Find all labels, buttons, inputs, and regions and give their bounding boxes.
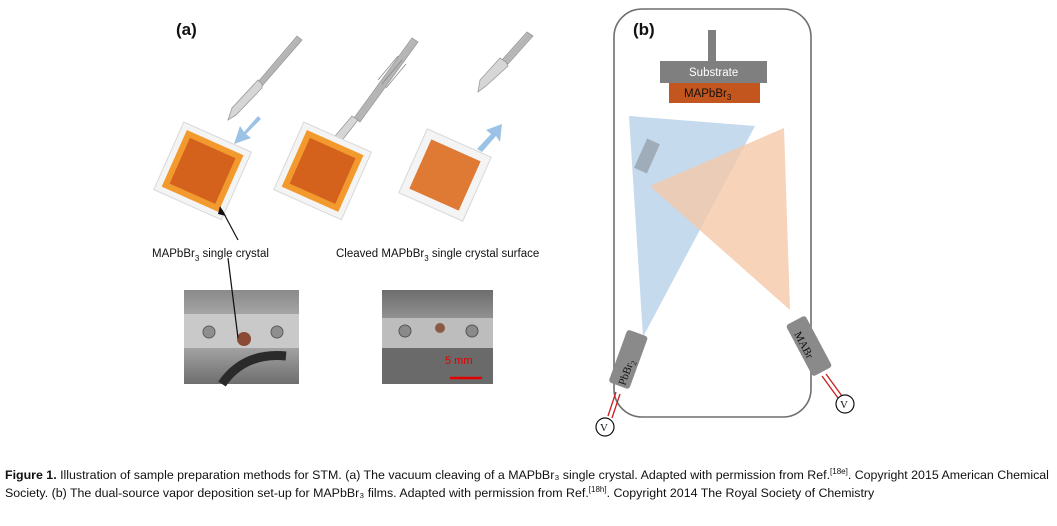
crystal-label: MAPbBr3 single crystal [152,248,269,263]
mabr-vapor-cone [650,128,790,310]
film-layer [669,83,760,103]
cleaved-label: Cleaved MAPbBr3 single crystal surface [336,248,539,263]
crystal-uncleaved [153,121,253,221]
photo-crystal-mounted [184,290,299,387]
substrate-block [660,61,767,83]
caption-ref-1: [18e] [830,466,848,476]
vacuum-chamber [613,8,812,418]
panel-b-label: (b) [633,20,655,39]
pbbr2-voltmeter-label: V [600,422,608,434]
crystal-cleaved [398,128,492,222]
scale-bar-label: 5 mm [445,355,473,367]
mabr-voltmeter-label: V [840,399,848,411]
film-label: MAPbBr3 [684,88,732,102]
caption-ref-2: [18h] [588,484,607,494]
figure-caption: Figure 1. Illustration of sample prepara… [5,466,1053,502]
arrow-up-icon [477,124,502,152]
mabr-voltmeter-icon [835,394,855,414]
scalpel-3-icon [477,31,534,93]
pbbr2-source [609,330,648,389]
mabr-source [786,316,832,376]
pbbr2-wire [607,391,621,419]
substrate-label: Substrate [689,67,738,79]
photo-crystal-cleaved [382,290,493,384]
pbbr2-voltmeter-icon [595,417,615,437]
scalpel-1-icon [227,35,303,121]
caption-part-2: . Copyright 2015 American Chemical Socie… [5,468,1049,500]
caption-part-1: Illustration of sample preparation metho… [56,468,831,482]
arrow-down-icon [234,116,261,144]
panel-a-label: (a) [176,20,197,39]
substrate-holder-rod [708,30,716,62]
caption-part-3: . Copyright 2014 The Royal Society of Ch… [606,486,875,500]
photo-pointer-line [227,257,239,339]
figure-graphic: (a) MAPbBr3 single crystal Cleaved MAPbB… [152,8,855,437]
pointer-arrowhead-icon [218,206,226,216]
crystal-cleaving [273,121,373,221]
mabr-wire [821,373,843,399]
caption-bold-prefix: Figure 1. [5,468,57,482]
pbbr2-shutter [634,138,660,174]
